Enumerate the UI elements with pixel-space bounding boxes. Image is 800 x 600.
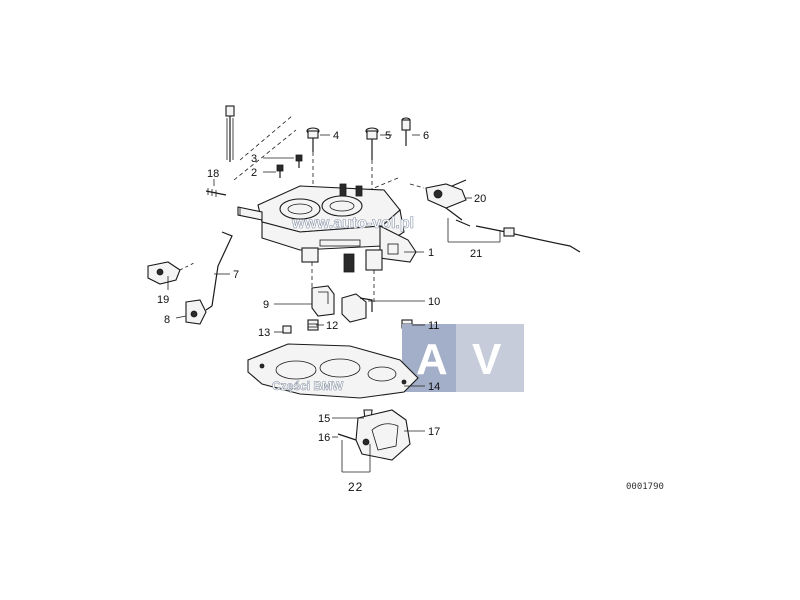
callout-10: 10 bbox=[428, 296, 440, 308]
callout-6: 6 bbox=[423, 130, 429, 142]
callout-16: 16 bbox=[318, 432, 330, 444]
callout-17: 17 bbox=[428, 426, 440, 438]
screw-3 bbox=[295, 154, 303, 168]
nut-13-part bbox=[282, 325, 292, 334]
fitting-8-part bbox=[185, 299, 207, 325]
av-logo: A V bbox=[402, 324, 524, 392]
callout-11: 11 bbox=[428, 320, 439, 332]
callout-8: 8 bbox=[164, 314, 170, 326]
logo-right-letter: V bbox=[472, 335, 502, 384]
cover-17-part bbox=[355, 409, 411, 461]
linkage-rod-part bbox=[205, 231, 233, 311]
callout-15: 15 bbox=[318, 413, 330, 425]
callout-19: 19 bbox=[157, 294, 169, 306]
clip-9-part bbox=[311, 285, 335, 317]
leader-lines bbox=[167, 134, 501, 473]
bracket-19-part bbox=[147, 261, 197, 285]
callout-18: 18 bbox=[207, 168, 219, 180]
logo-left-letter: A bbox=[416, 335, 448, 384]
callout-12: 12 bbox=[326, 320, 338, 332]
screw-4 bbox=[306, 127, 320, 152]
callout-3: 3 bbox=[251, 153, 257, 165]
callout-labels: 1 2 3 4 5 6 7 8 9 10 11 12 13 14 15 16 1… bbox=[157, 130, 486, 494]
callout-2: 2 bbox=[251, 167, 257, 179]
logo-right-block bbox=[456, 324, 524, 392]
drawing-code: 0001790 bbox=[626, 482, 664, 492]
clip-10-part bbox=[341, 293, 373, 323]
watermark-site: www.auto-vol.pl bbox=[291, 215, 414, 232]
lever-assembly-20-part bbox=[425, 179, 471, 227]
screw-2 bbox=[276, 164, 284, 178]
screw-5 bbox=[365, 127, 379, 160]
screw-6 bbox=[401, 117, 411, 146]
watermark-caption: Części BMW bbox=[272, 379, 344, 393]
callout-13: 13 bbox=[258, 327, 270, 339]
callout-21: 21 bbox=[470, 248, 482, 260]
callout-22: 22 bbox=[348, 480, 363, 494]
cable-part bbox=[475, 225, 581, 253]
pin-16-part bbox=[337, 433, 357, 441]
callout-1: 1 bbox=[428, 247, 434, 259]
throttle-housing-part bbox=[237, 183, 417, 302]
bolt-long-part bbox=[225, 105, 235, 162]
callout-7: 7 bbox=[233, 269, 239, 281]
callout-4: 4 bbox=[333, 130, 339, 142]
gasket-part bbox=[247, 343, 419, 399]
short-stud-18 bbox=[205, 188, 227, 197]
callout-9: 9 bbox=[263, 299, 269, 311]
callout-5: 5 bbox=[385, 130, 391, 142]
callout-14: 14 bbox=[428, 381, 440, 393]
callout-20: 20 bbox=[474, 193, 486, 205]
